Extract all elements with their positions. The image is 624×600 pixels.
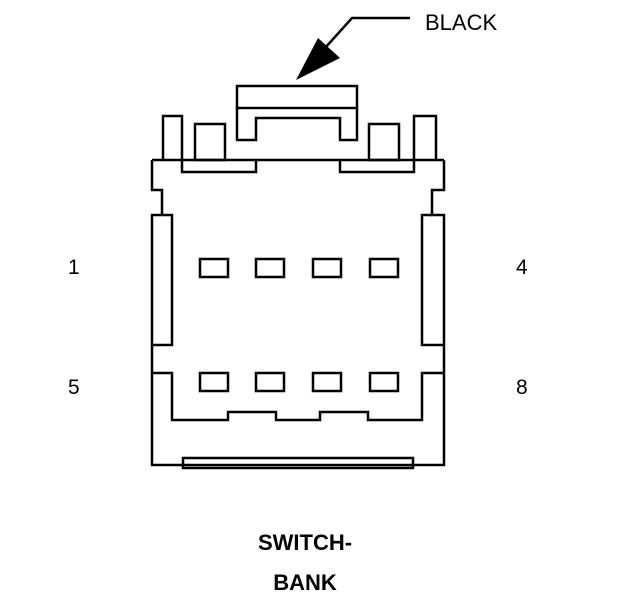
connector-latch [235,84,359,142]
terminal-6 [254,371,286,393]
callout-color-label: BLACK [425,10,498,35]
terminal-3 [311,257,343,279]
terminal-1 [198,257,230,279]
connector-bottom-rail [181,456,415,470]
pin-label-bottom-right: 8 [516,376,528,399]
terminal-row-top [198,257,400,279]
terminal-4 [368,257,400,279]
callout-leader [296,16,410,80]
connector-top-tabs [161,114,438,162]
pin-label-bottom-left: 5 [68,376,80,399]
terminal-2 [254,257,286,279]
terminal-5 [198,371,230,393]
pin-label-top-right: 4 [516,256,528,279]
terminal-row-bottom [198,371,400,393]
terminal-8 [368,371,400,393]
connector-name-line2: BANK [273,570,337,595]
pin-label-top-left: 1 [68,256,80,279]
connector-name-line1: SWITCH- [257,530,353,555]
callout-arrow-icon [296,38,340,80]
terminal-7 [311,371,343,393]
connector-housing [150,158,446,467]
